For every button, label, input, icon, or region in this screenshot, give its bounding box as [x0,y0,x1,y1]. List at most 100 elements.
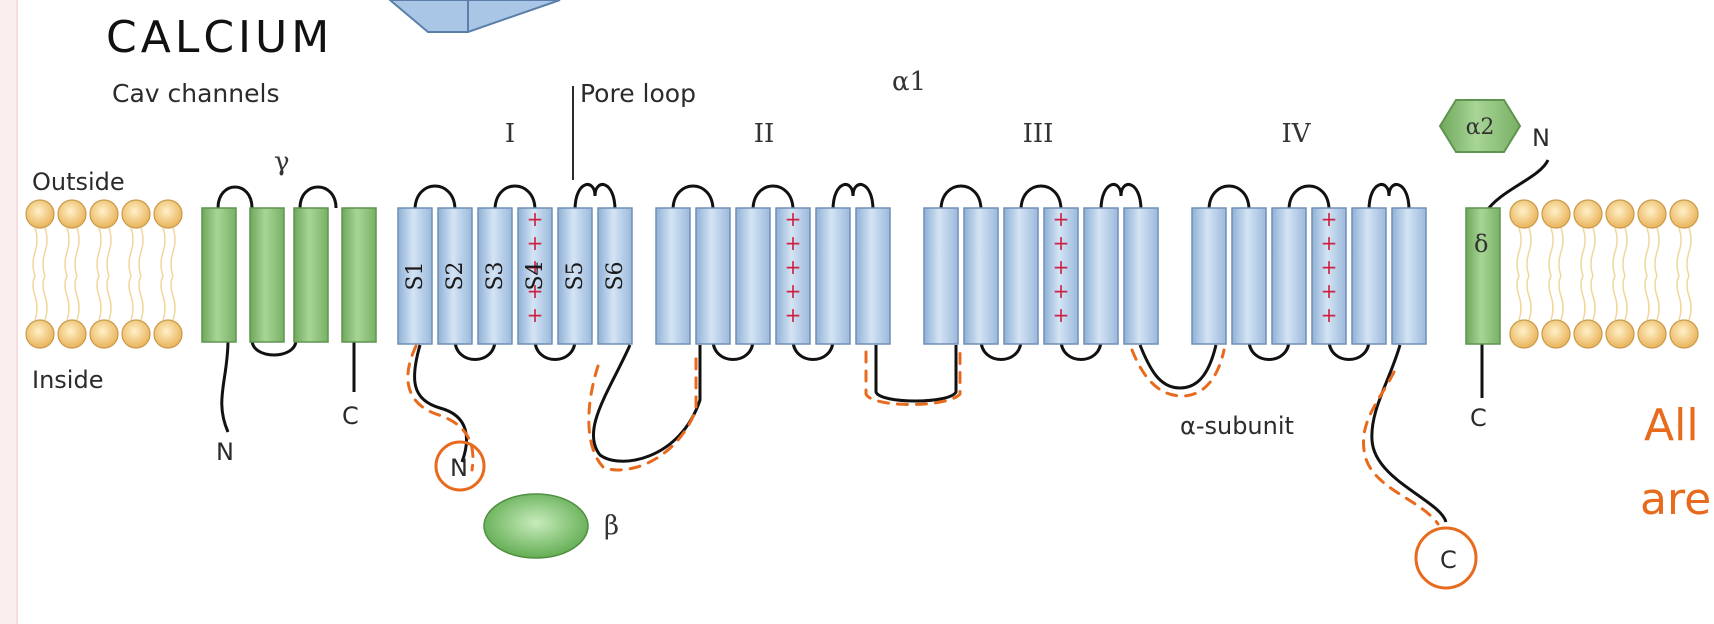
handwritten-title: CALCIUM [106,12,333,63]
lipid-head [1573,199,1603,229]
helix-s5 [1351,207,1387,345]
gamma-helix [341,207,377,343]
charge-plus: + [1321,231,1338,255]
lipid-tail [128,227,134,277]
lipid-head [1637,199,1667,229]
alpha1-n-terminus: N [450,454,468,482]
lipid-tail [64,227,70,277]
gamma-subunit [201,185,377,433]
lipid-tail [1676,227,1682,277]
domain-label-ii: II [754,119,775,149]
lipid-tail [1644,275,1650,321]
lipid-head [153,199,183,229]
lipid-tail [1654,275,1660,321]
lipid-tail [1526,275,1532,321]
charge-plus: + [527,279,544,303]
handwritten-right-line1: All [1644,400,1699,451]
gamma-label: γ [274,147,290,177]
outside-label: Outside [32,168,125,196]
lipid-head [1541,199,1571,229]
lipid-head [1605,319,1635,349]
lipid-head [1573,319,1603,349]
lipid-head [57,199,87,229]
beta-subunit [483,493,589,559]
charge-plus: + [1053,279,1070,303]
membrane-lipids-left [25,199,183,349]
charge-plus: + [527,255,544,279]
helix-s5 [557,207,593,345]
lipid-tail [1526,227,1532,277]
lipid-head [89,199,119,229]
lipid-head [1669,319,1699,349]
lipid-tail [1548,275,1554,321]
charge-plus: + [1053,207,1070,231]
pore-loop [831,183,875,211]
lipid-tail [1644,227,1650,277]
lipid-head [89,319,119,349]
domain-iv: +++++ [1191,183,1427,361]
helix-s2 [963,207,999,345]
gamma-helix [293,207,329,343]
helix-s6 [597,207,633,345]
alpha1-label: α1 [892,67,926,97]
lipid-head [1509,199,1539,229]
lipid-head [1637,319,1667,349]
gamma-helix [249,207,285,343]
gamma-c-terminus: C [342,402,359,430]
lipid-tail [1516,227,1522,277]
lipid-head [57,319,87,349]
helix-s1 [923,207,959,345]
charge-plus: + [1053,255,1070,279]
lipid-head [1541,319,1571,349]
pore-loop [1099,183,1143,211]
helix-s3 [477,207,513,345]
lipid-tail [42,275,48,321]
delta-helix [1465,207,1501,345]
domain-ii: +++++ [655,183,891,361]
alpha1-linkers [413,344,1448,523]
membrane-lipids-right [1509,199,1699,349]
lipid-tail [138,275,144,321]
lipid-tail [1590,275,1596,321]
charge-plus: + [527,231,544,255]
helix-s6 [1391,207,1427,345]
charge-plus: + [1053,231,1070,255]
handwritten-annotations [406,344,1478,590]
intracellular-loop [979,339,1023,361]
lipid-tail [64,275,70,321]
segment-label-s5: S5 [563,261,588,290]
lipid-tail [32,275,38,321]
lipid-tail [170,227,176,277]
extracellular-loop [939,184,983,211]
charge-plus: + [1321,279,1338,303]
charge-plus: + [527,207,544,231]
lipid-tail [1580,227,1586,277]
charge-plus: + [1321,303,1338,327]
handwritten-right-line2: are [1640,474,1711,525]
segment-label-s1: S1 [403,261,428,290]
delta-subunit [1465,159,1550,398]
domain-label-iii: III [1023,119,1054,149]
lipid-head [1509,319,1539,349]
extracellular-loop [1287,184,1331,211]
lipid-tail [138,227,144,277]
extracellular-loop [751,184,795,211]
lipid-tail [96,227,102,277]
lipid-tail [1516,275,1522,321]
lipid-tail [1558,275,1564,321]
lipid-tail [1676,275,1682,321]
alpha-subunit-label: α-subunit [1180,412,1294,440]
segment-label-s2: S2 [443,261,468,290]
helix-s1 [397,207,433,345]
beta-label: β [604,511,619,541]
lipid-head [1605,199,1635,229]
alpha1-c-terminus: C [1440,546,1457,574]
charge-plus: + [785,207,802,231]
domain-label-i: I [505,119,515,149]
helix-s2 [1231,207,1267,345]
delta-label: δ [1474,230,1488,258]
extracellular-loop [1019,184,1063,211]
lipid-tail [32,227,38,277]
